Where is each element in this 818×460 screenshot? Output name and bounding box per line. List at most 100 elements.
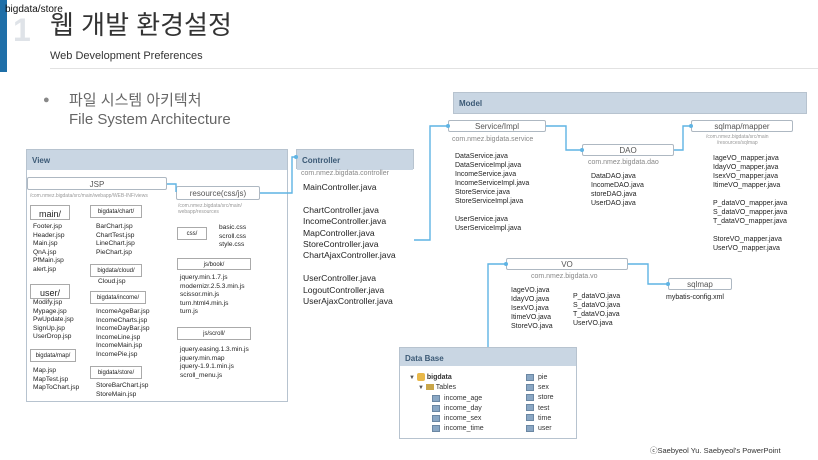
file-item: QnA.jsp xyxy=(33,248,57,256)
db-table-item[interactable]: income_time xyxy=(432,424,484,434)
file-item: IncomeLine.jsp xyxy=(96,333,141,341)
table-icon xyxy=(526,404,534,412)
file-item: MapController.java xyxy=(303,227,375,238)
folder-js-book: js/book/ xyxy=(177,258,251,270)
db-table-name: time xyxy=(538,414,552,422)
file-item: Map.jsp xyxy=(33,367,57,374)
file-item: modernizr.2.5.3.min.js xyxy=(180,282,245,290)
file-item: ItimeVO_mapper.java xyxy=(713,182,781,189)
connector-service-dao xyxy=(546,125,582,151)
db-table-name: sex xyxy=(538,384,549,392)
file-item: PieChart.jsp xyxy=(96,248,132,256)
file-item: jquery.min.1.7.js xyxy=(180,274,228,281)
model-header: Model xyxy=(454,93,806,113)
database-header: Data Base xyxy=(400,348,576,366)
expand-icon[interactable]: ▼ xyxy=(418,385,424,391)
file-item: S_dataVO.java xyxy=(573,302,621,309)
sqlmap-label: sqlmap xyxy=(668,278,732,290)
db-table-item[interactable]: test xyxy=(526,404,554,414)
file-item: T_dataVO_mapper.java xyxy=(713,218,787,225)
page-title: 웹 개발 환경설정 xyxy=(50,10,232,40)
db-table-item[interactable]: pie xyxy=(526,373,554,383)
resource-label: resource(css/js) xyxy=(176,186,260,200)
controller-header: Controller xyxy=(297,150,413,170)
file-item: IncomeServiceImpl.java xyxy=(455,180,530,187)
file-item: IageVO.java xyxy=(511,287,550,294)
table-icon xyxy=(432,424,440,432)
file-item: scroll_menu.js xyxy=(180,371,223,379)
file-item: ChartController.java xyxy=(303,204,379,215)
db-table-name: income_sex xyxy=(444,415,482,422)
file-item: basic.css xyxy=(219,224,247,231)
db-schema: ▼ bigdata xyxy=(409,373,452,381)
file-item: Mypage.jsp xyxy=(33,307,67,315)
resource-path: /com.nmez.bigdata/src/main/ webapp/resou… xyxy=(178,203,242,215)
corner-tag: bigdata/store xyxy=(5,4,63,15)
db-table-item[interactable]: store xyxy=(526,393,554,403)
db-table-item[interactable]: sex xyxy=(526,383,554,393)
folder-map: bigdata/map/ xyxy=(30,349,76,362)
connector-controller-service xyxy=(414,125,448,241)
file-item: IsexVO.java xyxy=(511,305,549,312)
accent-bar xyxy=(0,0,7,72)
dao-package: com.nmez.bigdata.dao xyxy=(588,159,659,166)
vo-package: com.nmez.bigdata.vo xyxy=(531,273,598,280)
file-item: style.css xyxy=(219,241,245,249)
file-item: BarChart.jsp xyxy=(96,223,133,230)
file-item: Modify.jsp xyxy=(33,299,63,306)
db-table-item[interactable]: time xyxy=(526,414,554,424)
file-item: UserAjaxController.java xyxy=(303,296,393,307)
db-table-name: user xyxy=(538,425,552,433)
table-icon xyxy=(526,414,534,422)
mapper-path: /com.nmez.bigdata/src/main /resources/sq… xyxy=(706,134,769,146)
file-item: SignUp.jsp xyxy=(33,324,65,332)
db-table-item[interactable]: income_day xyxy=(432,404,484,414)
view-header: View xyxy=(27,150,287,170)
file-item: UserService.java xyxy=(455,216,508,223)
page-subtitle: Web Development Preferences xyxy=(50,50,203,62)
connector-jsp-resource xyxy=(167,183,177,192)
file-item: MainController.java xyxy=(303,182,377,192)
file-item: P_dataVO_mapper.java xyxy=(713,200,788,207)
db-table-name: income_day xyxy=(444,405,482,412)
db-table-item[interactable]: income_age xyxy=(432,394,484,404)
controller-panel: Controller xyxy=(296,149,414,170)
file-item: IdayVO_mapper.java xyxy=(713,164,779,171)
folder-chart: bigdata/chart/ xyxy=(90,205,142,218)
file-item: ChartAjaxController.java xyxy=(303,250,396,261)
file-item: jquery.min.map xyxy=(180,354,225,362)
file-item: DataService.java xyxy=(455,153,508,160)
bullet-icon: ● xyxy=(43,94,50,106)
file-item: IncomeDayBar.jsp xyxy=(96,325,150,333)
file-item: MapToChart.jsp xyxy=(33,384,80,392)
file-item: StoreServiceImpl.java xyxy=(455,198,524,205)
file-item: IdayVO.java xyxy=(511,296,550,303)
connector-vo-database xyxy=(487,263,506,347)
folder-store: bigdata/store/ xyxy=(90,366,142,379)
database-panel: Data Base xyxy=(399,347,577,439)
section-heading-en: File System Architecture xyxy=(69,111,231,128)
file-item: StoreController.java xyxy=(303,239,379,250)
file-item: DataDAO.java xyxy=(591,173,636,180)
file-item: IncomeCharts.jsp xyxy=(96,316,148,324)
table-icon xyxy=(526,394,534,402)
table-icon xyxy=(432,404,440,412)
service-package: com.nmez.bigdata.service xyxy=(452,136,534,143)
db-table-item[interactable]: user xyxy=(526,424,554,434)
file-item: P_dataVO.java xyxy=(573,293,621,300)
file-item: IncomeAgeBar.jsp xyxy=(96,308,150,315)
file-item: StoreVO_mapper.java xyxy=(713,236,782,243)
file-item: IncomeDAO.java xyxy=(591,182,644,189)
expand-icon[interactable]: ▼ xyxy=(409,374,415,381)
file-item: StoreVO.java xyxy=(511,323,553,330)
db-table-item[interactable]: income_sex xyxy=(432,414,484,424)
folder-icon xyxy=(425,384,434,391)
